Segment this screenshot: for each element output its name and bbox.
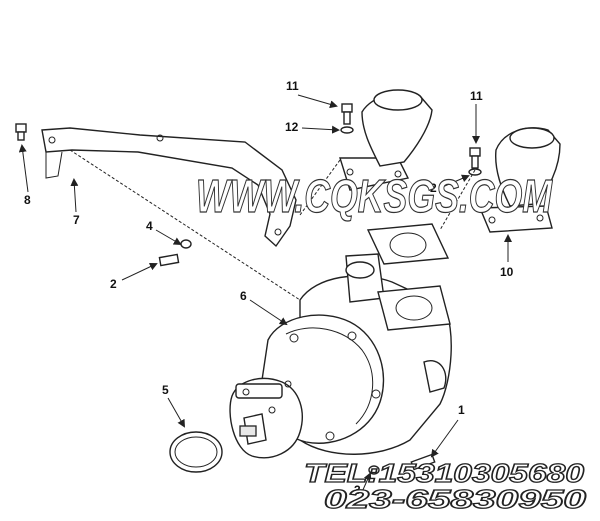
arrow-11a: [297, 94, 338, 109]
water-pump-housing: [261, 253, 452, 455]
bolt-2-lower: [158, 239, 192, 267]
callout-3: 3: [354, 483, 361, 497]
water-outlet-elbow-left: [339, 89, 433, 191]
arrow-6: [249, 299, 288, 326]
watermark-phone: 023-65830950: [324, 484, 587, 514]
arrow-2a: [121, 262, 158, 281]
callout-11b: 11: [470, 89, 483, 103]
callout-2b: 2: [430, 181, 437, 195]
callout-11a: 11: [286, 79, 299, 93]
washer-3: [368, 465, 380, 475]
callout-1: 1: [458, 403, 465, 417]
arrow-2b: [439, 174, 470, 189]
water-outlet-elbow-right: [478, 127, 561, 233]
watermark-site: WWW.CQKSGS.COM: [196, 170, 553, 222]
washer-12: [340, 126, 354, 134]
pump-front-cover: [229, 377, 303, 459]
callout-6: 6: [240, 289, 247, 303]
callout-7: 7: [73, 213, 80, 227]
callout-12: 12: [285, 120, 299, 134]
watermark-tel: TEL:15310305680: [304, 458, 585, 488]
callout-8: 8: [24, 193, 31, 207]
arrow-5: [167, 397, 185, 428]
arrow-8: [18, 144, 29, 193]
arrow-7: [70, 178, 79, 213]
arrow-3: [361, 472, 372, 493]
bolt-11a: [341, 103, 353, 125]
bolt-8: [15, 123, 27, 141]
bolt-11b: [468, 147, 482, 176]
bolt-1: [410, 453, 436, 471]
support-bracket: [41, 127, 297, 248]
callout-2a: 2: [110, 277, 117, 291]
o-ring-5: [169, 431, 223, 473]
gasket-upper: [366, 223, 450, 265]
arrow-1: [430, 419, 459, 458]
arrow-4: [155, 229, 182, 246]
arrow-12: [301, 125, 340, 134]
callout-10: 10: [500, 265, 514, 279]
callout-4: 4: [146, 219, 153, 233]
callout-5: 5: [162, 383, 169, 397]
